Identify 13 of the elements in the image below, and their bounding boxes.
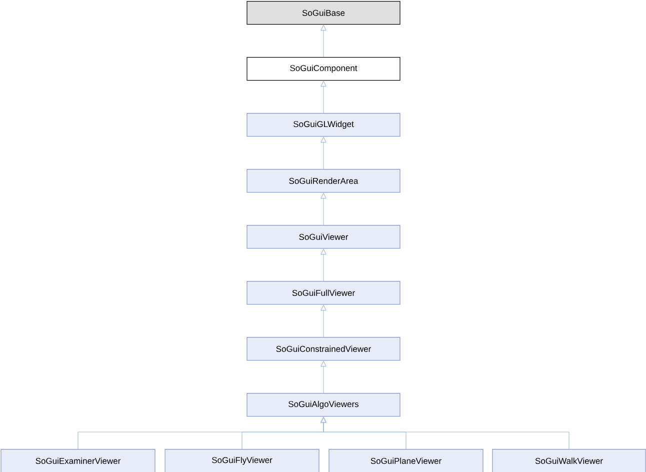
class-box: SoGuiComponent xyxy=(246,57,400,81)
class-box: SoGuiAlgoViewers xyxy=(246,393,400,417)
class-box: SoGuiFlyViewer xyxy=(164,449,320,472)
class-box: SoGuiPlaneViewer xyxy=(328,449,484,472)
class-box: SoGuiExaminerViewer xyxy=(0,449,156,472)
class-box: SoGuiBase xyxy=(246,1,400,25)
class-box: SoGuiRenderArea xyxy=(246,169,400,193)
class-box: SoGuiConstrainedViewer xyxy=(246,337,400,361)
arrow xyxy=(320,416,570,450)
class-box: SoGuiFullViewer xyxy=(246,281,400,305)
class-box: SoGuiViewer xyxy=(246,225,400,249)
class-box: SoGuiWalkViewer xyxy=(492,449,646,472)
class-box: SoGuiGLWidget xyxy=(246,113,400,137)
